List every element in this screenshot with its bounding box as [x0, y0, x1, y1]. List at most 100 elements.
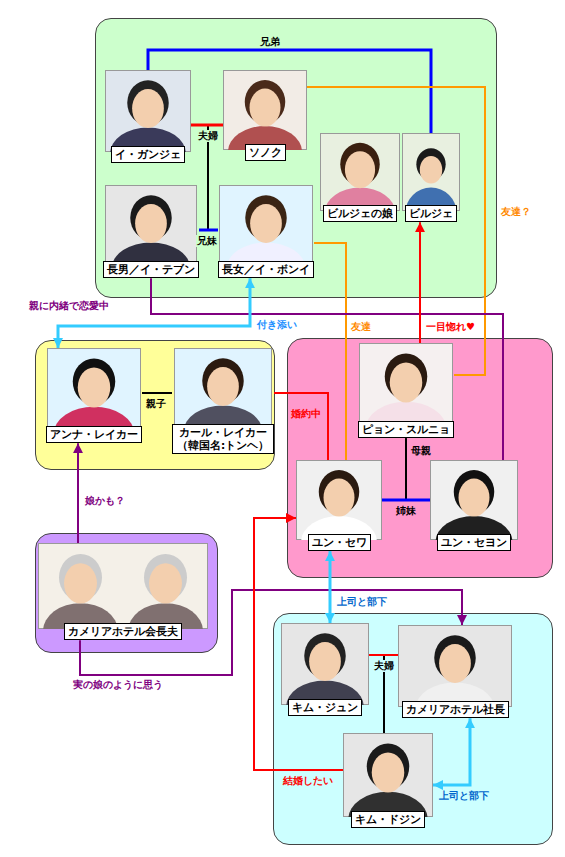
relation-line: [433, 718, 470, 785]
person-card: カール・レイカー （韓国名:トンヘ）: [172, 348, 274, 454]
relation-label: 友達: [350, 321, 372, 333]
person-card: キム・ジュン: [281, 623, 369, 716]
person-card: ピョン・スルニョ: [358, 343, 454, 438]
person-card: 長女／イ・ボンイ: [218, 185, 314, 278]
portrait-face: [309, 642, 341, 681]
relation-line: [142, 392, 172, 394]
portrait-face: [250, 89, 281, 127]
portrait-face: [135, 204, 167, 243]
group-panel: ピョン・スルニョユン・セワユン・セヨン: [287, 338, 553, 578]
portrait-body: [301, 516, 377, 540]
portrait-photo: [38, 543, 208, 629]
person-card: ビルジェ: [402, 133, 460, 222]
portrait-photo: [223, 70, 307, 150]
portrait-face: [149, 563, 182, 603]
person-card: カメリアホテル社長: [398, 625, 512, 718]
relation-line: [329, 551, 332, 623]
portrait-face: [78, 368, 111, 408]
portrait-photo: [343, 733, 433, 817]
portrait-face: [372, 753, 405, 793]
portrait-face: [250, 204, 282, 243]
name-tag: ピョン・スルニョ: [358, 421, 454, 438]
portrait-body: [110, 127, 186, 152]
relation-label: 一目惚れ♥: [425, 321, 476, 333]
relation-line: [80, 590, 462, 675]
relation-line: [274, 393, 328, 460]
portrait-body: [286, 680, 363, 705]
name-tag: アンナ・レイカー: [46, 426, 142, 443]
person-card: イ・ガンジェ: [105, 70, 191, 163]
relation-line: [151, 278, 503, 460]
relation-line: [307, 87, 485, 375]
relation-label: 姉妹: [395, 505, 417, 517]
portrait-face: [132, 89, 164, 128]
portrait-photo: [174, 348, 272, 430]
name-tag: キム・ドジン: [351, 811, 425, 828]
person-card: カメリアホテル会長夫: [38, 543, 208, 640]
relation-label: 実の娘のように思う: [72, 679, 164, 691]
relation-label: 母親: [410, 445, 432, 457]
relation-label: 兄妹: [196, 235, 218, 247]
group-panel: キム・ジュン カメリアホテル社長キム・ドジン: [273, 613, 553, 845]
portrait-photo: [320, 133, 400, 211]
relation-line: [199, 229, 218, 232]
relation-label: 親子: [145, 398, 167, 410]
name-tag: 長男／イ・テブン: [103, 261, 199, 278]
portrait-face: [64, 563, 97, 603]
person-card: 長男／イ・テブン: [103, 185, 199, 278]
relation-label: 結婚したい: [282, 775, 334, 787]
group-panel: カメリアホテル会長夫: [35, 533, 218, 653]
portrait-photo: [281, 623, 369, 705]
portrait-photo: [402, 133, 460, 211]
portrait-photo: [296, 460, 382, 540]
person-card: ユン・セヨン: [430, 460, 518, 551]
portrait-photo: [47, 348, 141, 432]
portrait-body: [228, 126, 302, 150]
relation-label: 上司と部下: [336, 596, 388, 608]
portrait-photo: [105, 70, 191, 152]
name-tag: カメリアホテル社長: [402, 701, 509, 718]
portrait-photo: [219, 185, 313, 267]
relation-label: 娘かも？: [84, 495, 126, 507]
relation-label: 兄弟: [259, 36, 281, 48]
relation-line: [369, 654, 398, 656]
name-tag: ユン・セヨン: [437, 534, 511, 551]
relation-label: 婚約中: [290, 408, 322, 420]
portrait-face: [420, 156, 442, 184]
portrait-photo: [359, 343, 453, 427]
relation-label: 夫婦: [197, 130, 219, 142]
relation-line: [314, 243, 346, 460]
portrait-face: [459, 479, 490, 517]
relation-label: 親に内緒で恋愛中: [28, 300, 110, 312]
portrait-face: [439, 644, 471, 683]
person-card: キム・ドジン: [343, 733, 433, 828]
name-tag: イ・ガンジェ: [111, 146, 185, 163]
relation-line: [77, 443, 79, 543]
portrait-face: [390, 363, 423, 403]
name-tag: ビルジェ: [405, 205, 457, 222]
person-card: ソノク: [223, 70, 307, 161]
portrait-face: [345, 151, 375, 188]
group-panel: イ・ガンジェ ソノクビルジェの娘ビルジェ長男／イ・テブン 長女／イ・ボンイ: [95, 18, 497, 298]
person-card: アンナ・レイカー: [46, 348, 142, 443]
relation-line: [254, 518, 343, 770]
portrait-photo: [105, 185, 197, 267]
portrait-body: [405, 188, 456, 211]
relation-line: [58, 278, 250, 348]
name-tag: カメリアホテル会長夫: [64, 623, 182, 640]
portrait-face: [324, 479, 355, 517]
person-card: ビルジェの娘: [320, 133, 400, 222]
relation-label: 友達？: [500, 206, 532, 218]
relation-label: 夫婦: [373, 660, 395, 672]
name-tag: 長女／イ・ボンイ: [218, 261, 314, 278]
portrait-body: [436, 516, 513, 540]
relation-line: [419, 222, 421, 343]
relation-label: 付き添い: [256, 319, 298, 331]
portrait-photo: [430, 460, 518, 540]
relation-label: 上司と部下: [438, 790, 490, 802]
name-tag: キム・ジュン: [288, 699, 362, 716]
name-tag: カール・レイカー （韓国名:トンヘ）: [172, 424, 274, 454]
person-card: ユン・セワ: [296, 460, 382, 551]
portrait-face: [207, 367, 239, 406]
